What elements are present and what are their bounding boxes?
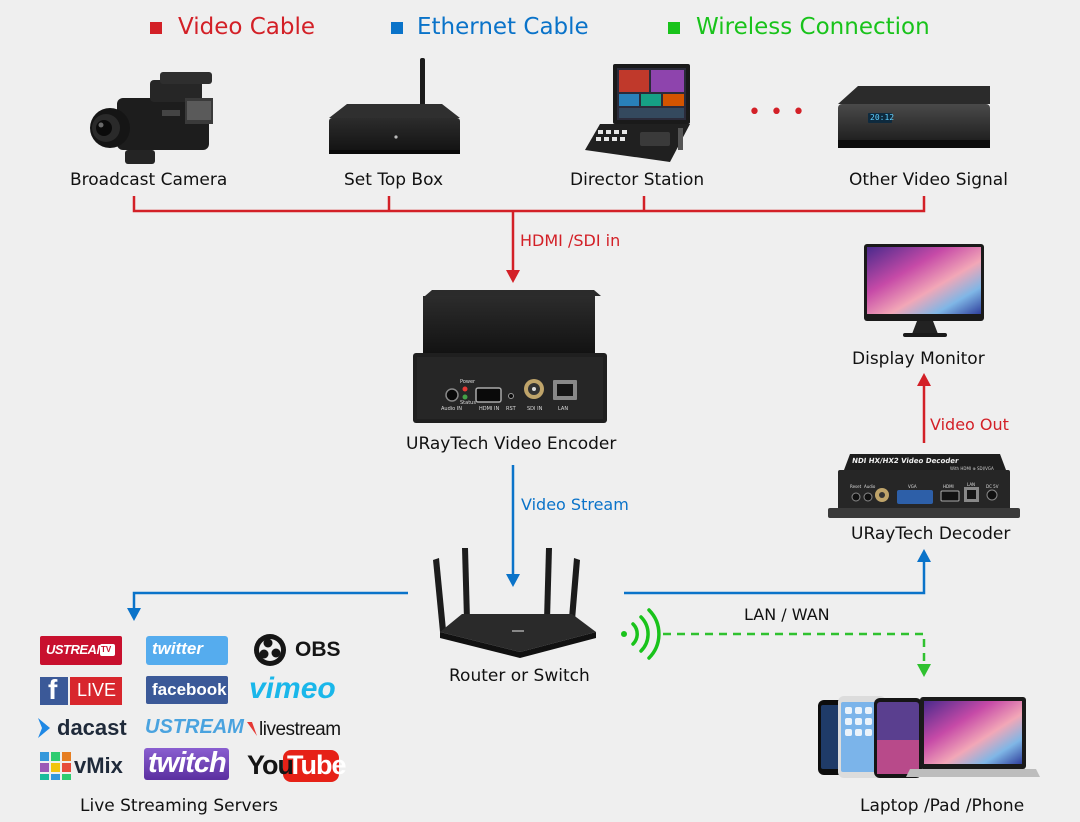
dacast-logo-icon bbox=[38, 718, 50, 738]
obs-dot-3 bbox=[271, 648, 281, 658]
twitter-logo bbox=[146, 636, 228, 665]
vmix-logo-icon bbox=[40, 752, 71, 780]
facebook-live-logo bbox=[70, 677, 122, 705]
facebook-live-text: LIVE bbox=[77, 680, 117, 700]
label-set-top-box: Set Top Box bbox=[344, 170, 444, 190]
legend-wireless-swatch bbox=[668, 22, 680, 34]
encoder-port-rst: RST bbox=[506, 406, 516, 412]
legend-video-cable: Video Cable bbox=[178, 14, 316, 40]
youtube-tube-text: Tube bbox=[287, 750, 346, 780]
more-sources-ellipsis: • • • bbox=[748, 100, 806, 125]
ustream-logo: USTREAM bbox=[145, 716, 244, 738]
director-station-icon bbox=[585, 64, 690, 162]
encoder-port-hdmi: HDMI IN bbox=[479, 406, 500, 412]
obs-logo-text: OBS bbox=[295, 638, 341, 661]
label-broadcast-camera: Broadcast Camera bbox=[70, 170, 228, 190]
ustreamtv-logo-text: USTREAM bbox=[46, 642, 107, 657]
label-display-monitor: Display Monitor bbox=[852, 349, 985, 369]
encoder-led-status: Status bbox=[460, 400, 476, 406]
clients-arrowhead bbox=[917, 664, 931, 677]
wifi-signal-icon bbox=[621, 608, 661, 660]
set-top-box-icon bbox=[329, 58, 460, 154]
label-router-switch: Router or Switch bbox=[449, 666, 590, 686]
youtube-you-text: You bbox=[247, 750, 294, 780]
legend-ethernet-cable: Ethernet Cable bbox=[417, 14, 589, 40]
label-lan-wan: LAN / WAN bbox=[744, 605, 830, 624]
encoder-port-sdi: SDI IN bbox=[527, 406, 543, 412]
settop-clock-display: 20:12 bbox=[870, 113, 895, 122]
tv-badge-text: TV bbox=[101, 645, 112, 654]
decoder-port-hdmi: HDMI bbox=[943, 484, 954, 489]
vimeo-logo: vimeo bbox=[249, 672, 336, 705]
servers-arrowhead bbox=[127, 608, 141, 621]
client-devices-icon bbox=[818, 696, 1040, 778]
decoder-port-audio: Audio bbox=[864, 484, 876, 489]
video-cable-lines bbox=[132, 196, 926, 443]
legend-wireless-connection: Wireless Connection bbox=[696, 14, 930, 40]
decoder-port-reset: Reset bbox=[850, 484, 862, 489]
legend-video-swatch bbox=[150, 22, 162, 34]
dacast-logo: dacast bbox=[57, 715, 127, 740]
wireless-dashed-line bbox=[663, 632, 926, 666]
twitter-logo-text: twitter bbox=[152, 639, 203, 658]
facebook-logo bbox=[146, 676, 228, 704]
ustreamtv-logo bbox=[40, 636, 122, 665]
broadcast-camera-icon bbox=[90, 72, 213, 164]
hdmi-in-arrowhead bbox=[506, 270, 520, 283]
video-decoder-icon bbox=[828, 454, 1020, 518]
encoder-led-power: Power bbox=[460, 379, 476, 385]
ethernet-cable-lines bbox=[132, 465, 926, 610]
facebook-logo-text: facebook bbox=[152, 680, 227, 699]
legend-ethernet-swatch bbox=[391, 22, 403, 34]
facebook-f-logo bbox=[40, 677, 68, 705]
decoder-port-lan: LAN bbox=[967, 482, 976, 487]
tv-badge-bg bbox=[100, 644, 115, 656]
label-live-streaming-servers: Live Streaming Servers bbox=[80, 796, 278, 816]
livestream-logo-icon bbox=[247, 722, 257, 736]
label-video-decoder: URayTech Decoder bbox=[851, 524, 1011, 544]
other-video-device-icon bbox=[838, 86, 990, 148]
label-video-out: Video Out bbox=[930, 415, 1009, 434]
label-client-devices: Laptop /Pad /Phone bbox=[860, 796, 1025, 816]
livestream-logo: livestream bbox=[259, 719, 341, 740]
decoder-port-dc: DC 5V bbox=[986, 484, 999, 489]
label-video-stream: Video Stream bbox=[521, 495, 629, 514]
twitch-logo-bg bbox=[144, 748, 229, 780]
youtube-tube-bg bbox=[283, 750, 339, 782]
label-other-video-signal: Other Video Signal bbox=[849, 170, 1008, 190]
encoder-port-audio: Audio IN bbox=[441, 406, 463, 412]
video-stream-arrowhead bbox=[506, 574, 520, 587]
router-icon bbox=[433, 548, 596, 658]
video-encoder-icon bbox=[413, 290, 607, 423]
streaming-logos bbox=[38, 634, 339, 782]
encoder-port-lan: LAN bbox=[558, 406, 569, 412]
decoder-port-vga: VGA bbox=[908, 484, 917, 489]
decoder-arrowhead bbox=[917, 549, 931, 562]
label-video-encoder: URayTech Video Encoder bbox=[406, 434, 617, 454]
obs-dot-1 bbox=[263, 638, 273, 648]
label-hdmi-sdi-in: HDMI /SDI in bbox=[520, 231, 621, 250]
video-out-arrowhead bbox=[917, 373, 931, 386]
label-director-station: Director Station bbox=[570, 170, 705, 190]
obs-dot-2 bbox=[259, 649, 269, 659]
decoder-sub-text: With HDMI ⊕ SDI/VGA bbox=[950, 466, 994, 471]
decoder-header-text: NDI HX/HX2 Video Decoder bbox=[851, 457, 960, 465]
twitch-logo: twitch bbox=[148, 747, 227, 779]
vmix-logo: vMix bbox=[74, 753, 123, 778]
facebook-f-text: f bbox=[48, 674, 58, 705]
display-monitor-icon bbox=[864, 244, 984, 337]
